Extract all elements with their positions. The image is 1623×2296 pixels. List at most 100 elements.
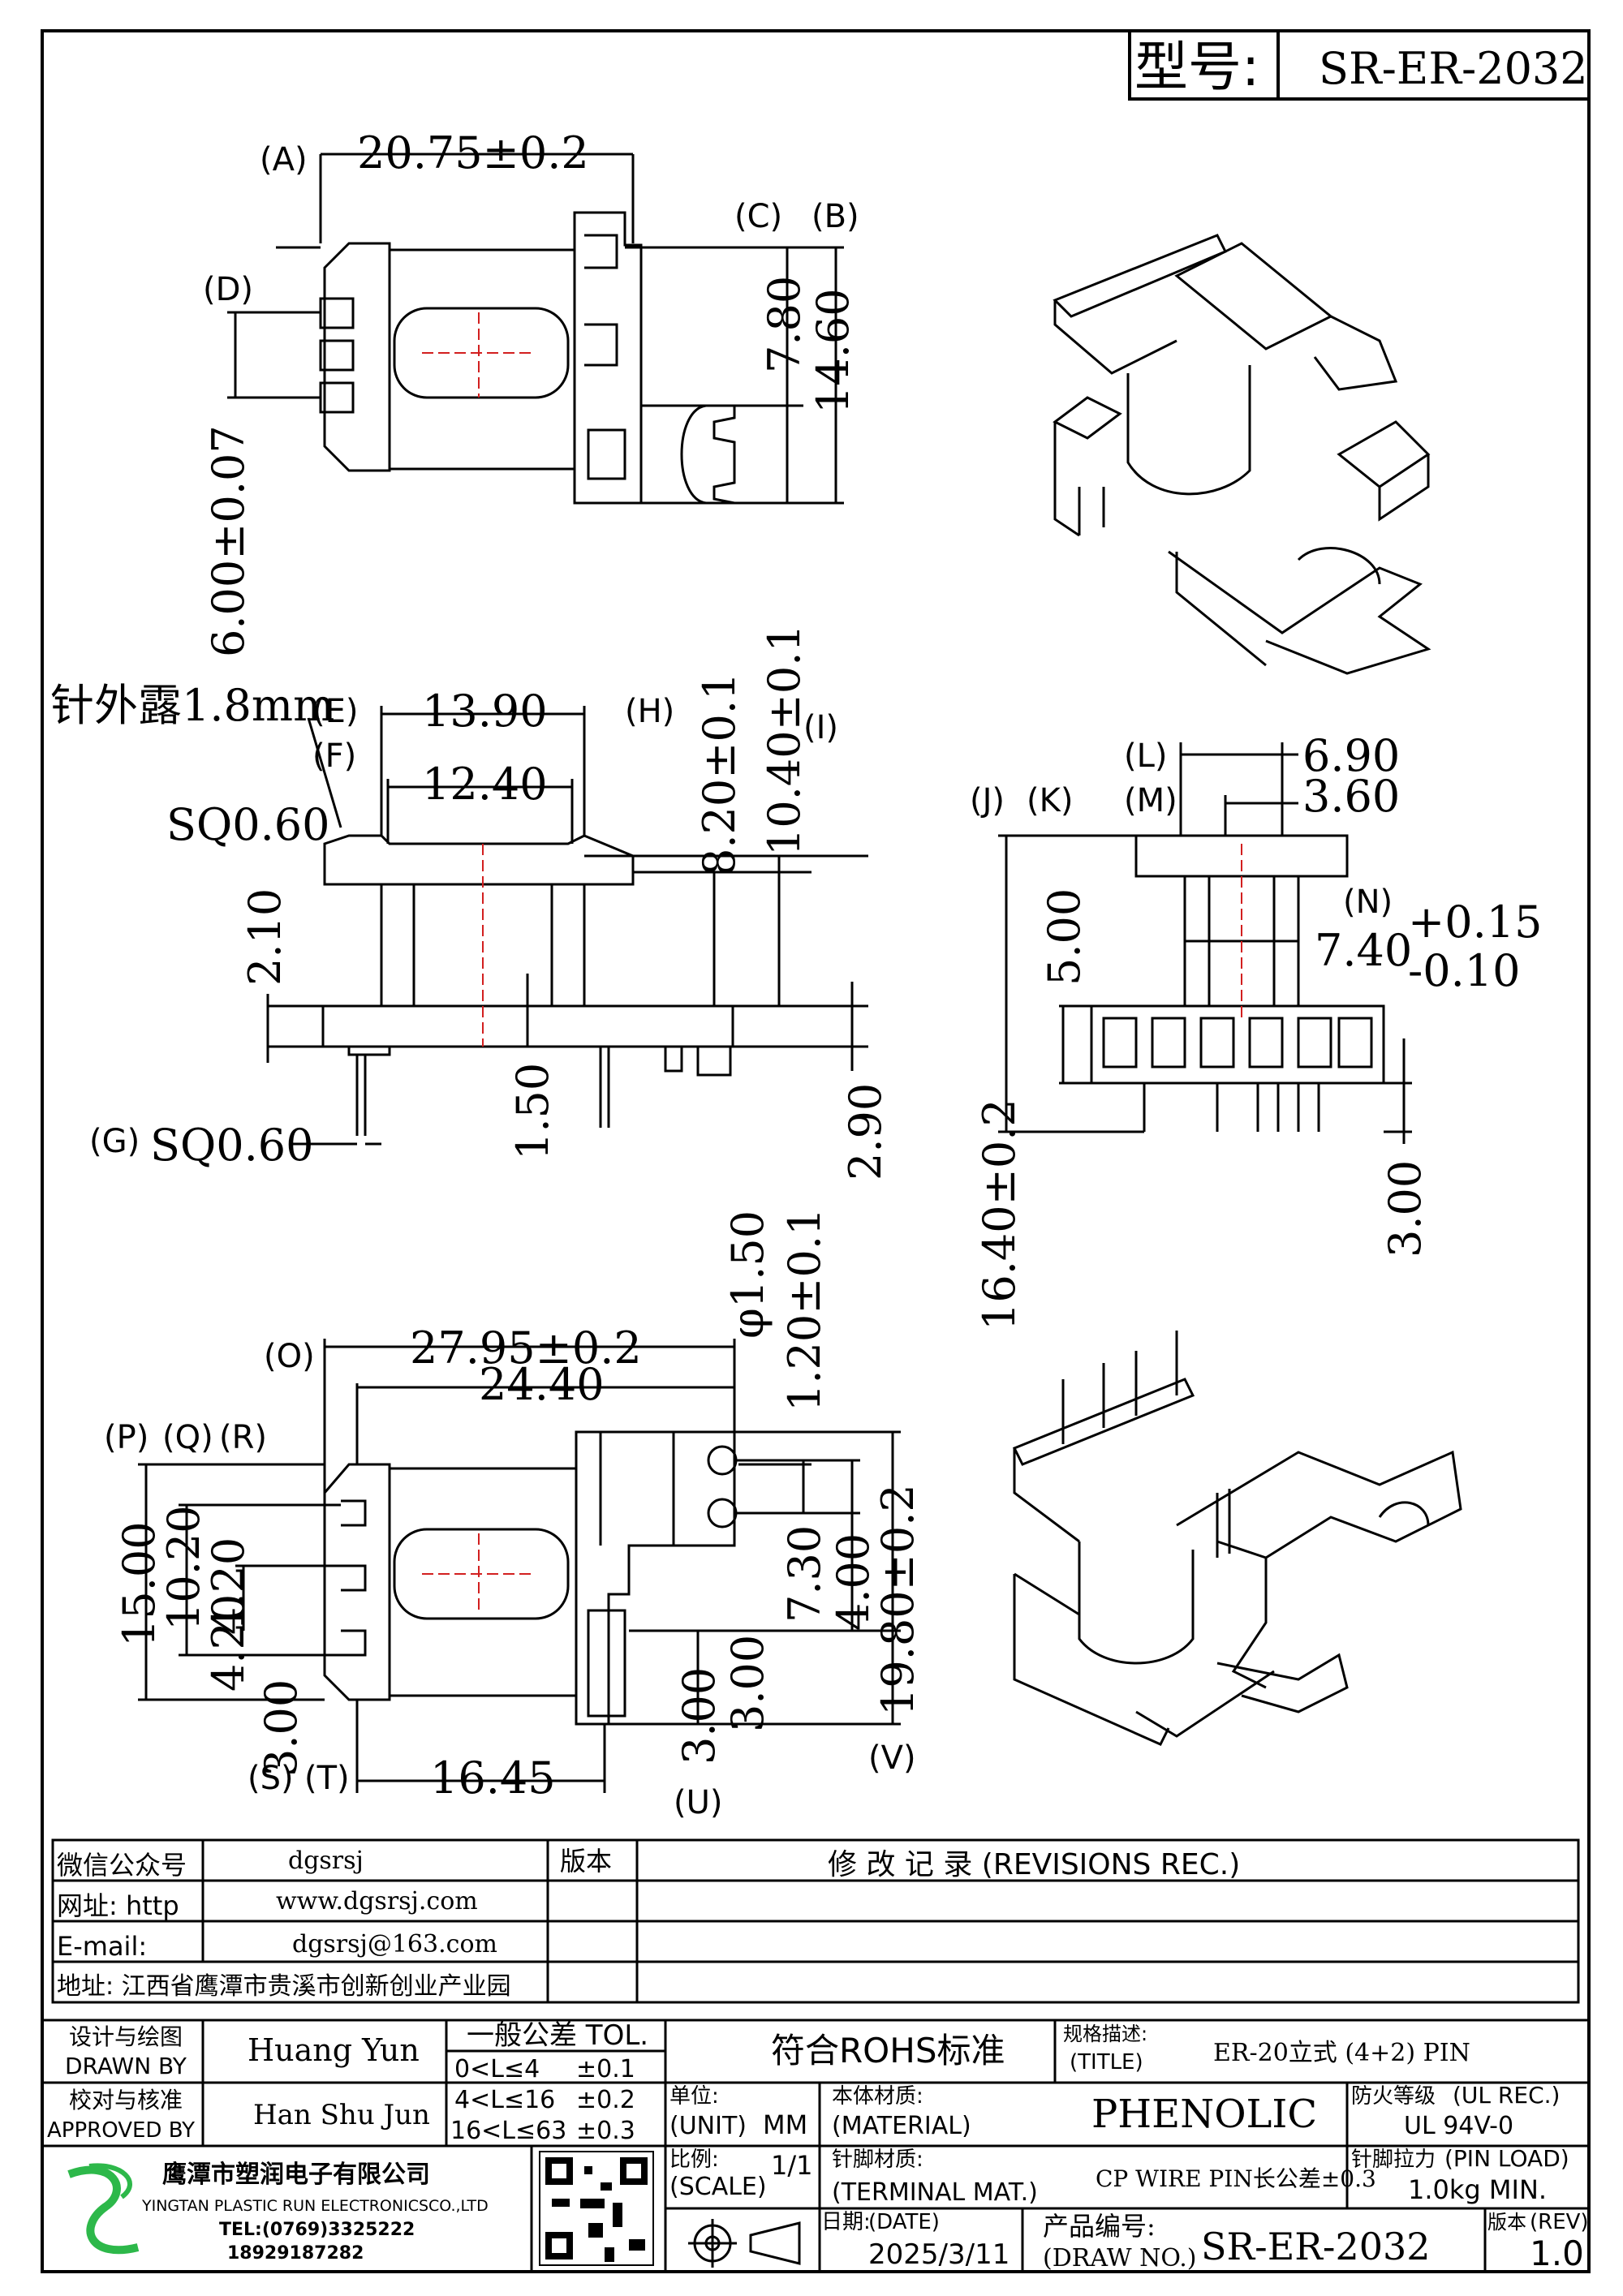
dim-290: 2.90: [840, 1083, 891, 1180]
dim-1240: 12.40: [422, 759, 548, 810]
drawn-by: Huang Yun: [248, 2032, 420, 2068]
terminal-label-cn: 针脚材质:: [832, 2148, 923, 2172]
approved-by: Han Shu Jun: [253, 2099, 430, 2131]
qr-code[interactable]: [540, 2152, 653, 2265]
ul-label-cn: 防火等级: [1351, 2084, 1436, 2109]
title-label-cn: 规格描述:: [1063, 2023, 1147, 2045]
dim-1390: 13.90: [422, 686, 548, 737]
dim-1040: 10.40±0.1: [759, 624, 810, 856]
tol-value-3: ±0.3: [576, 2117, 635, 2145]
isometric-top: [1055, 235, 1428, 673]
pin-note: 针外露1.8mm: [50, 680, 334, 731]
title-block: [42, 2020, 1589, 2272]
dim-300c: 3.00: [722, 1635, 773, 1732]
projection-symbol-icon: [688, 2219, 799, 2268]
terminal-value: CP WIRE PIN长公差±0.3: [1096, 2165, 1376, 2192]
label-h: (H): [625, 693, 674, 730]
label-e: (E): [312, 693, 358, 730]
dim-400: 4.00: [828, 1533, 879, 1631]
label-u: (U): [674, 1784, 723, 1821]
info-label-wechat: 微信公众号: [57, 1850, 187, 1881]
label-m: (M): [1124, 782, 1177, 819]
tol-range-2: 4<L≤16: [454, 2086, 555, 2114]
label-r: (R): [219, 1419, 267, 1456]
company-tel: TEL:(0769)3325222: [219, 2220, 415, 2240]
sq-top: SQ0.60: [166, 799, 330, 850]
drawno-label-cn: 产品编号:: [1043, 2211, 1156, 2242]
ul-label-en: (UL REC.): [1453, 2082, 1560, 2109]
dim-2795: 27.95±0.2: [410, 1322, 642, 1374]
front-view: [268, 706, 868, 1144]
approved-label-en: APPROVED BY: [47, 2118, 195, 2143]
bottom-view-centerline: [422, 1533, 536, 1615]
approved-label-cn: 校对与核准: [69, 2087, 183, 2113]
unit-value: MM: [763, 2109, 807, 2140]
dim-300b: 3.00: [674, 1667, 725, 1765]
label-j: (J): [970, 782, 1005, 819]
label-c: (C): [734, 198, 782, 235]
tol-value-1: ±0.1: [576, 2055, 635, 2083]
date-label-en: (DATE): [868, 2210, 940, 2234]
title-label-en: (TITLE): [1070, 2050, 1143, 2075]
dim-420b: 4.20: [203, 1594, 254, 1692]
label-s: (S): [248, 1760, 294, 1797]
label-a: (A): [260, 141, 308, 178]
scale-value: 1/1: [771, 2150, 813, 2181]
dim-300-side: 3.00: [1380, 1160, 1431, 1258]
rohs-note: 符合ROHS标准: [771, 2031, 1005, 2070]
dim-120: 1.20±0.1: [779, 1208, 830, 1412]
terminal-label-en: (TERMINAL MAT.): [832, 2178, 1038, 2207]
label-l: (L): [1124, 737, 1168, 775]
model-box: 型号: SR-ER-2032: [1130, 31, 1589, 99]
dim-730: 7.30: [779, 1525, 830, 1623]
title-value: ER-20立式 (4+2) PIN: [1213, 2039, 1470, 2067]
label-t: (T): [304, 1760, 350, 1797]
isometric-bottom: [1014, 1331, 1461, 1744]
info-table: [53, 1840, 1578, 2002]
drawn-label-cn: 设计与绘图: [69, 2023, 183, 2050]
tol-plus: +0.15: [1408, 896, 1542, 948]
company-en: YINGTAN PLASTIC RUN ELECTRONICSCO.,LTD: [141, 2197, 489, 2215]
dim-1500: 15.00: [114, 1521, 165, 1647]
info-label-web: 网址: http: [57, 1890, 179, 1921]
revisions-header: 修 改 记 录 (REVISIONS REC.): [828, 1848, 1240, 1881]
material-label-en: (MATERIAL): [832, 2112, 971, 2140]
dim-1645: 16.45: [430, 1752, 556, 1804]
drawno-value: SR-ER-2032: [1201, 2225, 1431, 2268]
material-label-cn: 本体材质:: [832, 2084, 923, 2109]
unit-label-en: (UNIT): [669, 2112, 747, 2140]
info-value-web: www.dgsrsj.com: [276, 1887, 478, 1915]
dim-150: 1.50: [507, 1063, 558, 1160]
unit-label-cn: 单位:: [669, 2084, 719, 2109]
top-view-centerline: [422, 312, 536, 398]
dim-300a: 3.00: [256, 1679, 307, 1777]
date-value: 2025/3/11: [868, 2238, 1010, 2271]
label-o: (O): [264, 1338, 315, 1375]
dim-740: 7.40: [1315, 925, 1412, 976]
dim-820: 8.20±0.1: [694, 673, 745, 876]
tol-value-2: ±0.2: [576, 2086, 635, 2114]
dim-1640: 16.40±0.2: [974, 1099, 1025, 1331]
tol-header: 一般公差 TOL.: [467, 2019, 648, 2052]
drawn-label-en: DRAWN BY: [65, 2053, 187, 2079]
dim-600: 6.00±0.07: [203, 425, 254, 657]
company-cn: 鹰潭市塑润电子有限公司: [162, 2161, 430, 2189]
company-logo: [69, 2165, 138, 2250]
sq-bottom: SQ0.60: [150, 1120, 314, 1171]
label-g: (G): [89, 1123, 140, 1160]
label-f: (F): [312, 737, 356, 775]
label-b: (B): [812, 198, 859, 235]
model-value: SR-ER-2032: [1319, 43, 1588, 94]
info-address: 地址: 江西省鹰潭市贵溪市创新创业产业园: [57, 1972, 511, 2001]
bottom-view: [138, 1339, 901, 1793]
rev-value: 1.0: [1530, 2234, 1584, 2273]
label-i: (I): [803, 709, 838, 746]
dim-width: 20.75±0.2: [357, 127, 589, 178]
scale-label-en: (SCALE): [669, 2173, 767, 2201]
ul-value: UL 94V-0: [1404, 2112, 1513, 2140]
model-label: 型号:: [1134, 36, 1259, 98]
dim-780: 7.80: [759, 276, 810, 373]
company-mobile: 18929187282: [227, 2243, 364, 2264]
rev-label-en: (REV): [1530, 2210, 1589, 2234]
